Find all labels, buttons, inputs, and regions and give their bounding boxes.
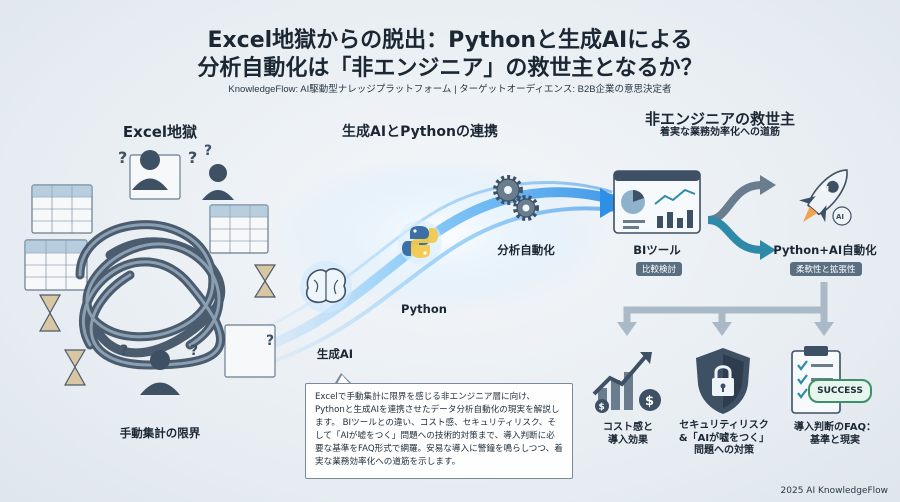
rocket-icon: AI AI <box>799 169 852 226</box>
svg-text:?: ? <box>190 343 198 359</box>
security-risk-label: セキュリティリスク &「AIが嘘をつく」 問題への対策 <box>676 420 772 458</box>
bi-dashboard-icon <box>613 170 701 234</box>
page-title-line1: Excel地獄からの脱出：Pythonと生成AIによる <box>207 28 693 53</box>
svg-text:AI: AI <box>836 213 844 221</box>
gears-icon <box>493 175 539 221</box>
bi-tool-label: BIツール <box>633 243 681 257</box>
ai-python-heading: 生成AIとPythonの連携 <box>342 124 498 140</box>
excel-hell-heading: Excel地獄 <box>122 123 198 141</box>
security-shield-icon <box>696 348 750 414</box>
callout-tail-inner <box>337 375 350 384</box>
svg-text:?: ? <box>188 148 197 167</box>
page-title-line2: 分析自動化は「非エンジニア」の救世主となるか？ <box>197 56 703 81</box>
svg-text:AI: AI <box>821 185 829 193</box>
cost-effect-text: コスト感と 導入効果 <box>603 422 653 446</box>
distribution-arrows <box>617 282 834 336</box>
svg-text:?: ? <box>204 143 212 159</box>
security-risk-text: セキュリティリスク &「AIが嘘をつく」 問題への対策 <box>678 420 770 456</box>
branch-arrows <box>707 175 776 260</box>
python-ai-automation-label: Python+AI自動化 <box>773 243 877 257</box>
savior-heading: 非エンジニアの救世主 <box>644 110 795 128</box>
success-badge: SUCCESS <box>808 379 872 403</box>
faq-label: 導入判断のFAQ： 基準と現実 <box>780 422 890 447</box>
manual-aggregation-caption: 手動集計の限界 <box>119 426 201 440</box>
svg-text:?: ? <box>266 333 274 349</box>
analysis-automation-label: 分析自動化 <box>497 243 555 257</box>
brain-icon <box>300 261 352 313</box>
python-logo-icon <box>398 220 442 264</box>
svg-text:$: $ <box>645 394 654 409</box>
svg-text:$: $ <box>599 403 605 413</box>
excel-hell-illustration: ? ? ? ? ? ? <box>24 143 277 395</box>
bi-tool-tag: 比較検討 <box>636 262 683 276</box>
growth-chart-icon: $ $ <box>592 352 661 413</box>
page-subtitle: KnowledgeFlow: AI駆動型ナレッジプラットフォーム | ターゲット… <box>228 84 672 95</box>
footer-credit: 2025 AI KnowledgeFlow <box>780 486 888 496</box>
generative-ai-label: 生成AI <box>316 347 354 361</box>
svg-text:?: ? <box>120 343 128 359</box>
svg-text:?: ? <box>118 148 127 167</box>
savior-subheading: 着実な業務効率化への道筋 <box>660 127 780 138</box>
cost-effect-label: コスト感と 導入効果 <box>588 422 668 447</box>
python-ai-tag: 柔軟性と拡張性 <box>790 262 862 276</box>
faq-text: 導入判断のFAQ： 基準と現実 <box>794 422 876 446</box>
description-callout: Excelで手動集計に限界を感じる非エンジニア層に向け、Pythonと生成AIを… <box>305 383 573 479</box>
python-label: Python <box>401 302 447 316</box>
